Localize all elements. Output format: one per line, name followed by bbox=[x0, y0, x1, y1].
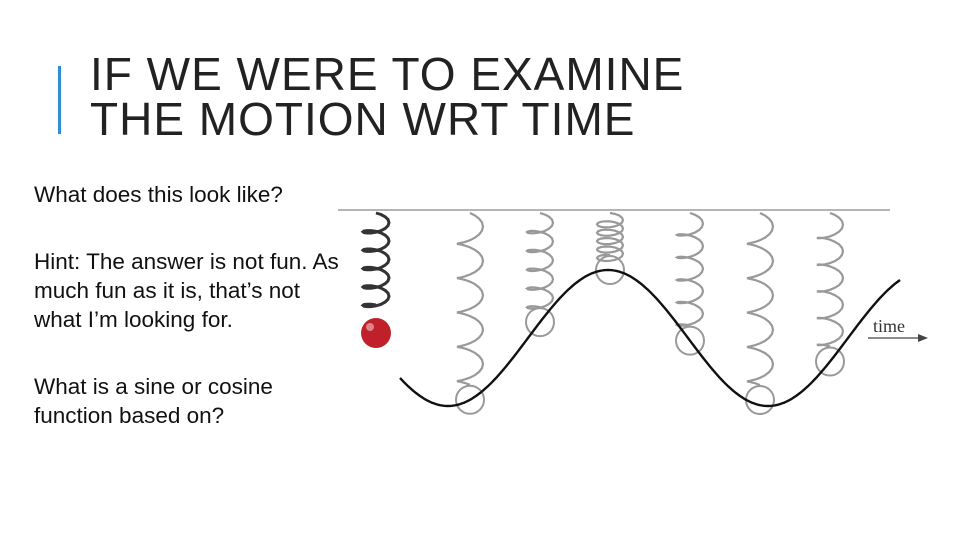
spring-path bbox=[674, 211, 705, 327]
title-line-2: THE MOTION WRT TIME bbox=[90, 93, 636, 145]
spring-path bbox=[595, 211, 625, 263]
spring-motion-diagram: time bbox=[338, 209, 928, 415]
spring-coil bbox=[455, 212, 485, 415]
ghost-mass-outline bbox=[815, 346, 845, 377]
spring-coil bbox=[745, 212, 775, 415]
springs-group bbox=[360, 211, 845, 415]
spring-coil bbox=[595, 211, 625, 286]
mass-ball bbox=[361, 318, 391, 348]
spring-motion-figure: time bbox=[330, 195, 940, 430]
mass-ball-highlight bbox=[366, 323, 374, 331]
title-line-1: IF WE WERE TO EXAMINE bbox=[90, 48, 685, 100]
spring-path bbox=[525, 211, 555, 310]
spring-coil bbox=[674, 211, 705, 356]
spring-path bbox=[746, 212, 775, 387]
time-axis-label: time bbox=[873, 316, 905, 336]
ghost-mass-outline bbox=[595, 255, 625, 286]
slide-title: IF WE WERE TO EXAMINE THE MOTION WRT TIM… bbox=[90, 48, 685, 145]
ghost-mass-outline bbox=[455, 384, 485, 415]
spring-path bbox=[816, 211, 845, 348]
hint-paragraph: Hint: The answer is not fun. As much fun… bbox=[34, 249, 339, 332]
spring-coil bbox=[360, 211, 391, 309]
time-axis-arrowhead bbox=[918, 334, 928, 342]
sine-wave-curve bbox=[399, 268, 901, 408]
title-accent-bar bbox=[58, 66, 61, 134]
ghost-mass-outline bbox=[675, 325, 705, 356]
spring-path bbox=[360, 211, 391, 309]
spring-path bbox=[456, 212, 485, 386]
ghost-mass-outline bbox=[525, 307, 555, 338]
ghost-mass-outline bbox=[745, 385, 775, 415]
slide-body: What does this look like? Hint: The answ… bbox=[34, 180, 339, 468]
followup-paragraph: What is a sine or cosine function based … bbox=[34, 374, 273, 428]
question-paragraph: What does this look like? bbox=[34, 182, 283, 207]
spring-coil bbox=[815, 211, 845, 377]
spring-coil bbox=[525, 211, 555, 338]
